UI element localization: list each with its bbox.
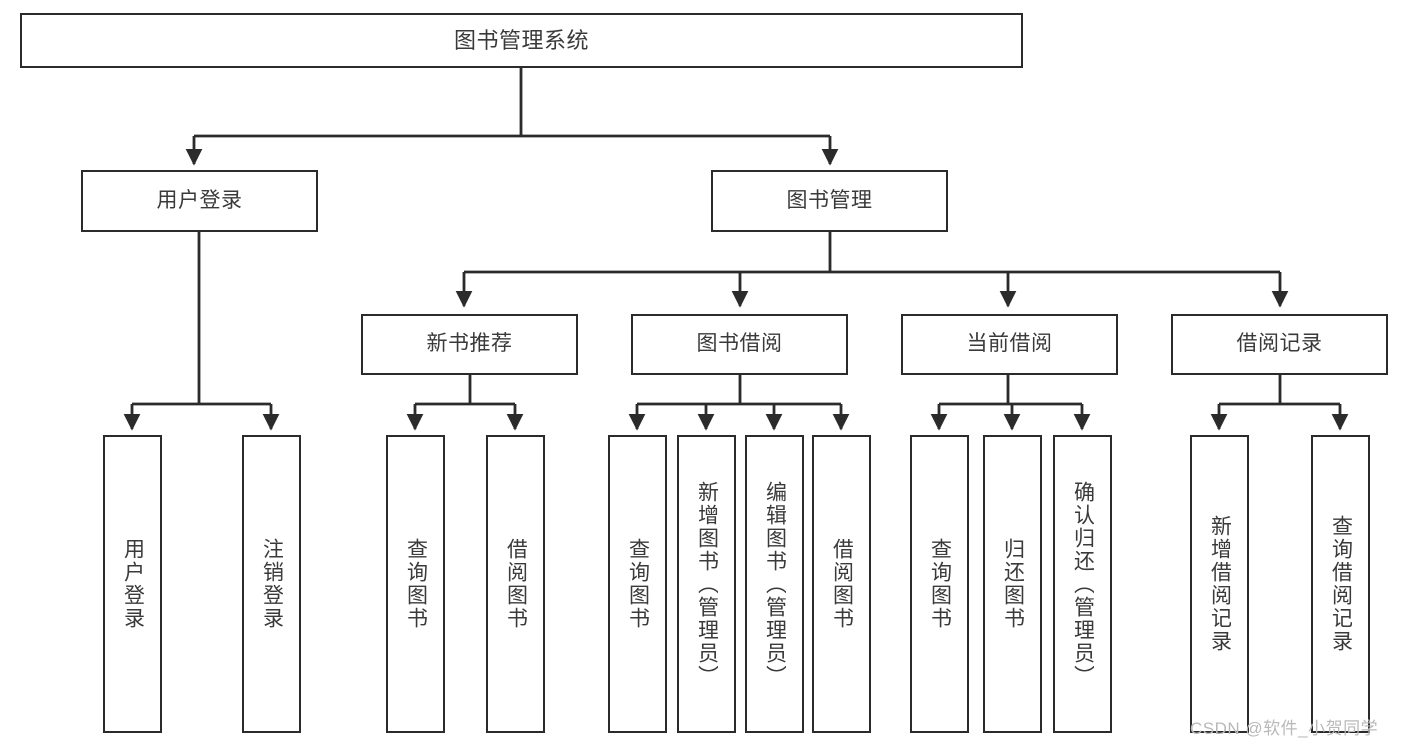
node-label-root: 图书管理系统 — [453, 27, 589, 53]
node-label-leaf-add-record: 新增借阅记录 — [1208, 515, 1231, 653]
node-label-borrow-record: 借阅记录 — [1236, 332, 1323, 356]
node-label-leaf-user-login: 用户登录 — [121, 538, 144, 630]
node-leaf-borrow-book-2[interactable]: 借阅图书 — [812, 435, 871, 733]
node-leaf-confirm-return[interactable]: 确认归还（管理员） — [1053, 435, 1112, 733]
node-label-leaf-edit-book: 编辑图书（管理员） — [763, 480, 786, 688]
node-leaf-user-login[interactable]: 用户登录 — [103, 435, 162, 733]
node-label-leaf-borrow-book-1: 借阅图书 — [504, 538, 527, 630]
node-label-leaf-query-record: 查询借阅记录 — [1329, 515, 1352, 653]
node-label-leaf-return-book: 归还图书 — [1001, 538, 1024, 630]
node-leaf-query-book-2[interactable]: 查询图书 — [608, 435, 667, 733]
node-label-current-borrow: 当前借阅 — [966, 332, 1053, 356]
node-label-book-manage: 图书管理 — [786, 188, 873, 212]
node-new-book-rec[interactable]: 新书推荐 — [361, 314, 578, 375]
node-user-login[interactable]: 用户登录 — [81, 170, 318, 232]
node-label-leaf-confirm-return: 确认归还（管理员） — [1071, 480, 1094, 688]
node-leaf-query-book-1[interactable]: 查询图书 — [386, 435, 445, 733]
node-book-manage[interactable]: 图书管理 — [711, 170, 948, 232]
node-label-leaf-query-book-1: 查询图书 — [404, 538, 427, 630]
node-label-leaf-query-book-2: 查询图书 — [626, 538, 649, 630]
node-leaf-query-record[interactable]: 查询借阅记录 — [1311, 435, 1370, 733]
node-leaf-edit-book[interactable]: 编辑图书（管理员） — [745, 435, 804, 733]
node-leaf-add-book[interactable]: 新增图书（管理员） — [677, 435, 736, 733]
node-leaf-query-book-3[interactable]: 查询图书 — [910, 435, 969, 733]
node-label-new-book-rec: 新书推荐 — [426, 332, 513, 356]
node-leaf-return-book[interactable]: 归还图书 — [983, 435, 1042, 733]
node-label-leaf-borrow-book-2: 借阅图书 — [830, 538, 853, 630]
node-leaf-borrow-book-1[interactable]: 借阅图书 — [486, 435, 545, 733]
node-current-borrow[interactable]: 当前借阅 — [901, 314, 1118, 375]
node-root[interactable]: 图书管理系统 — [20, 13, 1023, 68]
node-leaf-logout[interactable]: 注销登录 — [242, 435, 301, 733]
node-label-leaf-add-book: 新增图书（管理员） — [695, 480, 718, 688]
node-leaf-add-record[interactable]: 新增借阅记录 — [1190, 435, 1249, 733]
node-label-leaf-query-book-3: 查询图书 — [928, 538, 951, 630]
node-label-leaf-logout: 注销登录 — [260, 538, 283, 630]
node-book-borrow[interactable]: 图书借阅 — [631, 314, 848, 375]
csdn-watermark: CSDN @软件_小贺同学 — [1190, 719, 1379, 738]
node-label-book-borrow: 图书借阅 — [696, 332, 783, 356]
node-borrow-record[interactable]: 借阅记录 — [1171, 314, 1388, 375]
node-label-user-login: 用户登录 — [156, 188, 243, 212]
